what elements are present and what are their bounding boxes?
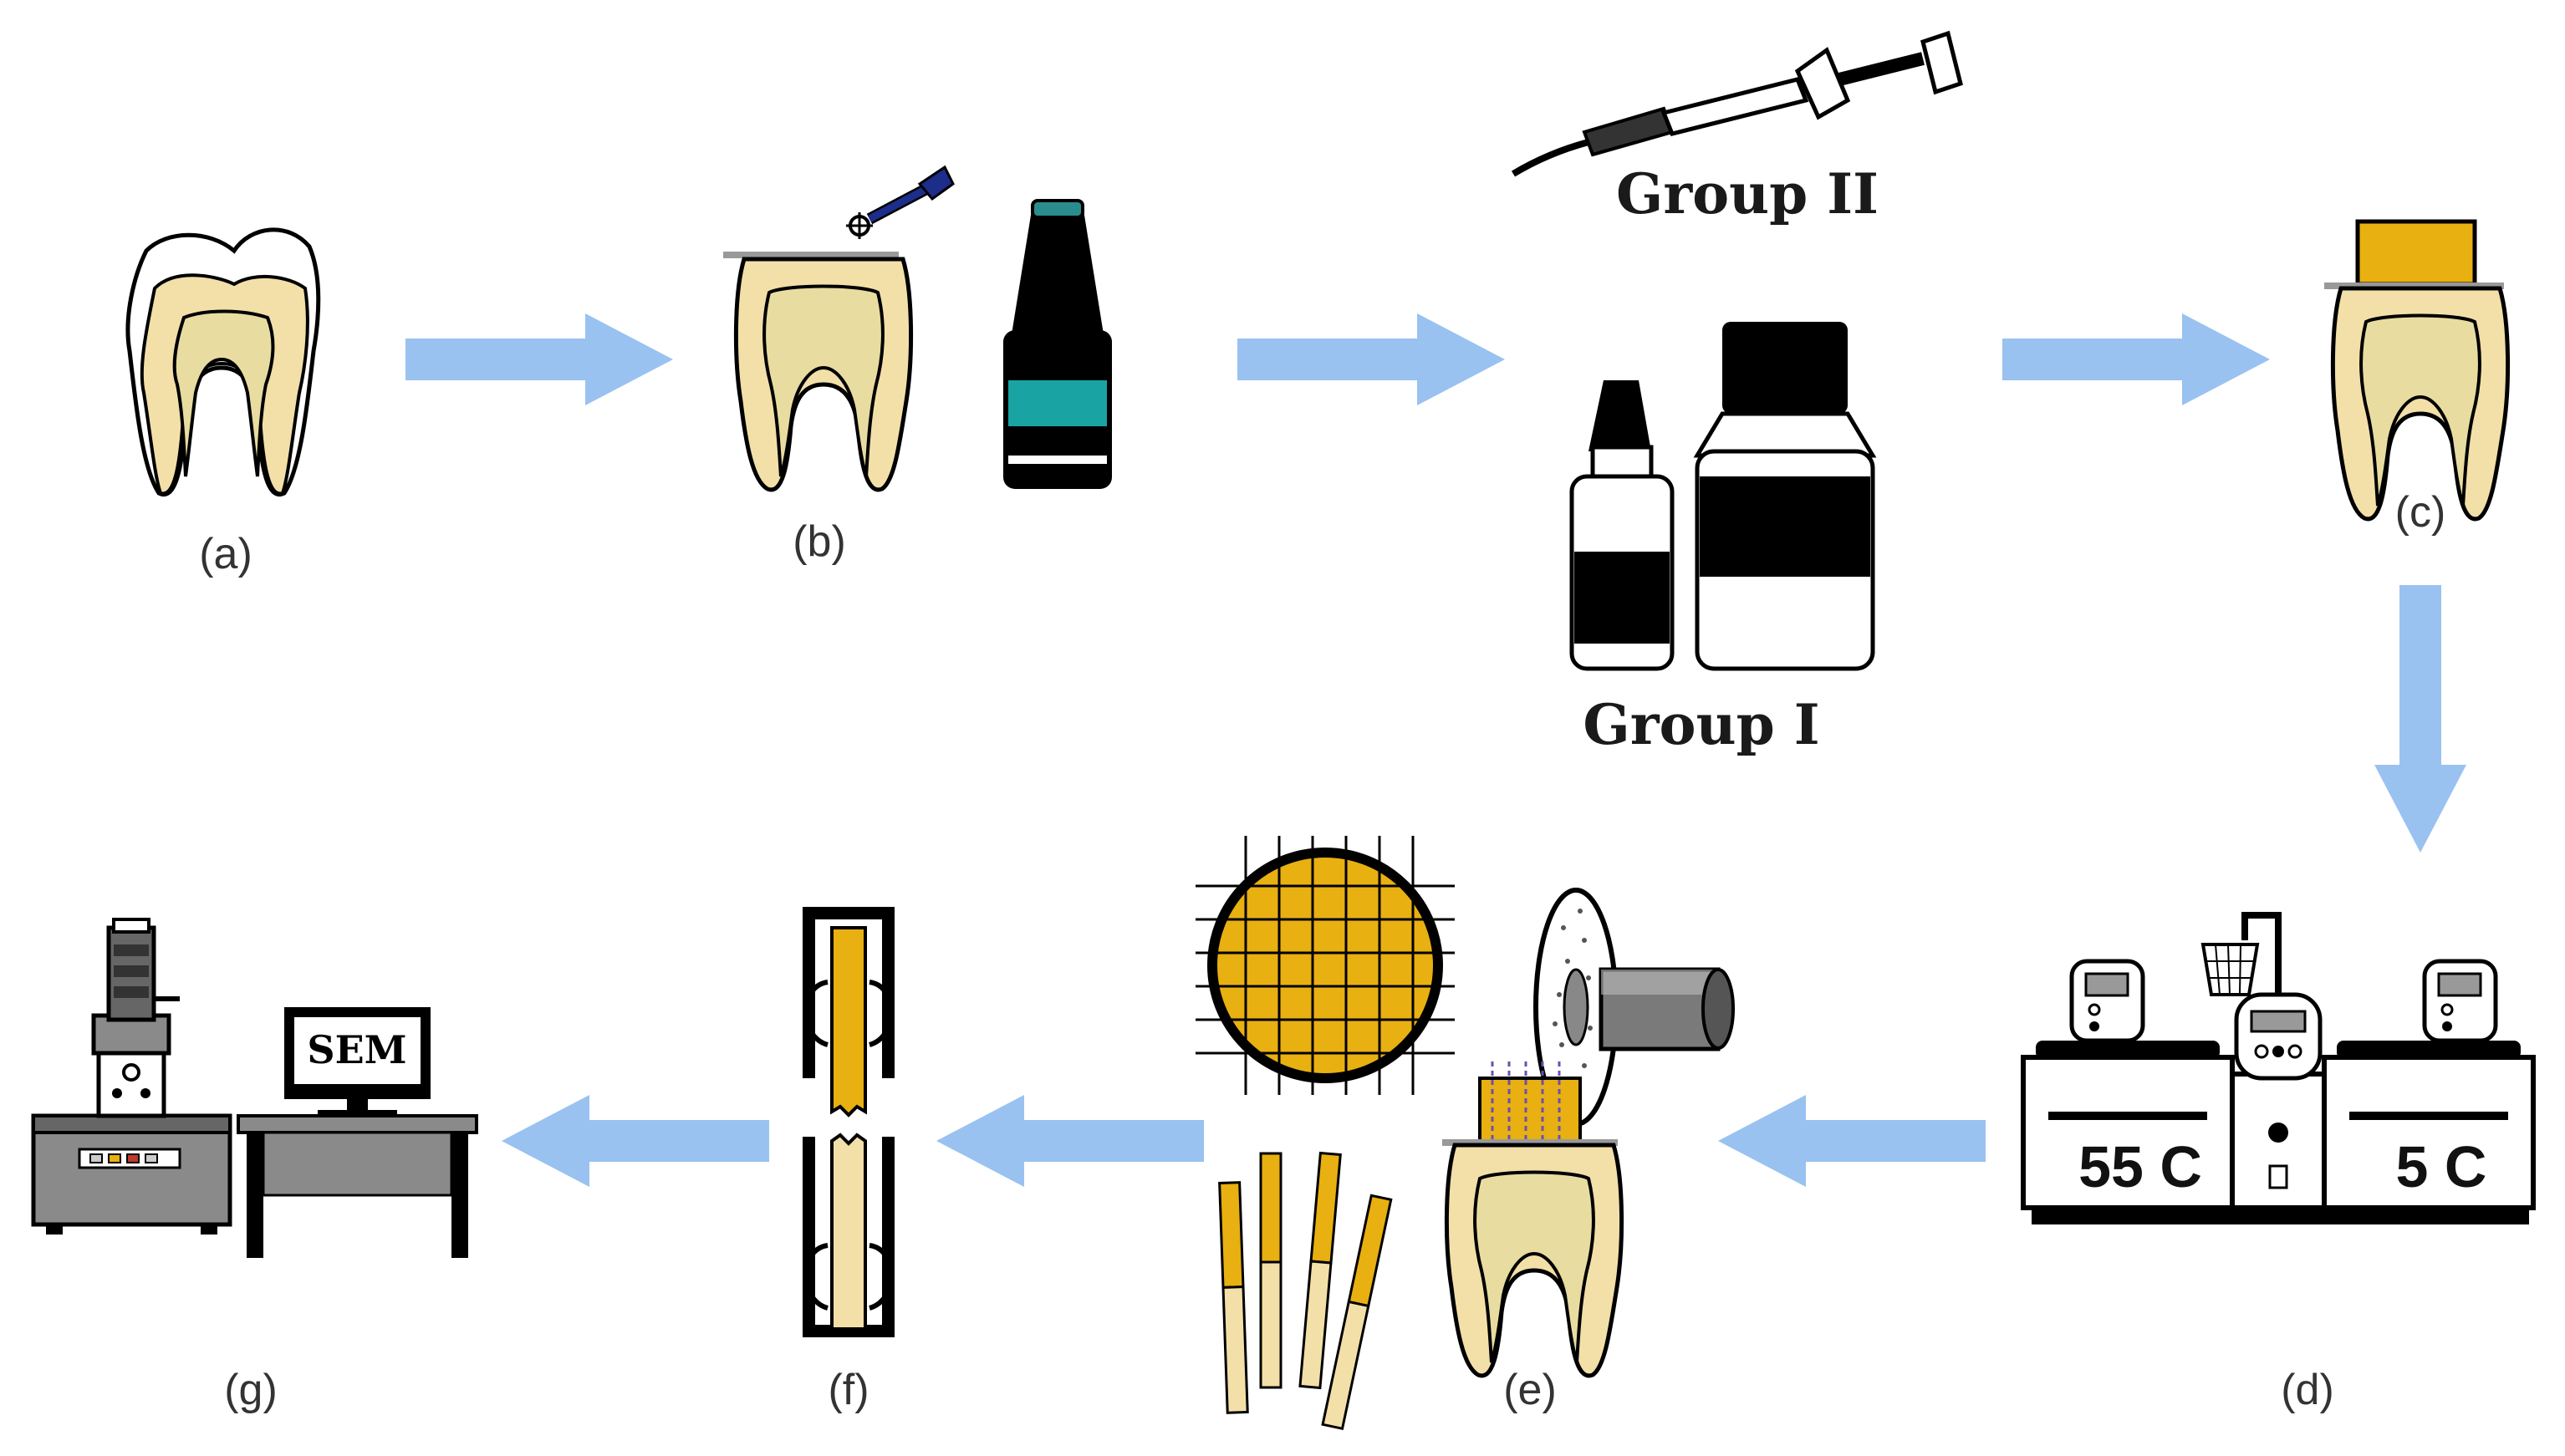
primer-bottle-icon: [1569, 380, 1675, 671]
step-label-c: (c): [2395, 488, 2446, 537]
arrow-f-to-g: [502, 1095, 769, 1187]
group-1-label: Group I: [1583, 692, 1819, 757]
microtensile-jig-icon: [803, 907, 895, 1337]
sectioning-grid-icon: [1196, 836, 1455, 1095]
cold-bath-temperature: 5 C: [2396, 1134, 2487, 1199]
arrow-c-to-d: [2374, 585, 2466, 853]
sem-microscope-icon: [31, 918, 232, 1235]
step-label-g: (g): [224, 1366, 278, 1414]
etchant-bottle-icon: [1003, 199, 1112, 489]
diamond-bur-icon: [846, 165, 955, 239]
sectioned-tooth-icon: [1442, 1061, 1622, 1376]
composite-syringe-icon: [1511, 30, 1963, 177]
group-2-label: Group II: [1616, 161, 1879, 227]
restored-tooth-icon: [2324, 219, 2508, 519]
arrow-d-to-e: [1718, 1095, 1986, 1187]
step-label-b: (b): [793, 517, 846, 566]
step-label-d: (d): [2281, 1366, 2334, 1414]
sem-workstation-icon: [237, 1007, 478, 1258]
sem-monitor-label: SEM: [307, 1027, 406, 1072]
cut-tooth-icon: [723, 252, 911, 490]
arrow-groups-to-c: [2002, 313, 2270, 405]
microtensile-sticks-icon: [1218, 1151, 1393, 1430]
thermocycler-icon: [2021, 912, 2536, 1224]
hot-bath-temperature: 55 C: [2078, 1134, 2202, 1199]
step-label-f: (f): [828, 1366, 869, 1414]
adhesive-bottle-icon: [1693, 322, 1877, 671]
arrow-e-to-f: [936, 1095, 1204, 1187]
step-label-e: (e): [1503, 1366, 1557, 1414]
step-label-a: (a): [199, 530, 252, 578]
cutting-saw-icon: [1533, 888, 1735, 1127]
intact-tooth-icon: [125, 227, 321, 496]
arrow-a-to-b: [405, 313, 673, 405]
arrow-b-to-groups: [1237, 313, 1505, 405]
